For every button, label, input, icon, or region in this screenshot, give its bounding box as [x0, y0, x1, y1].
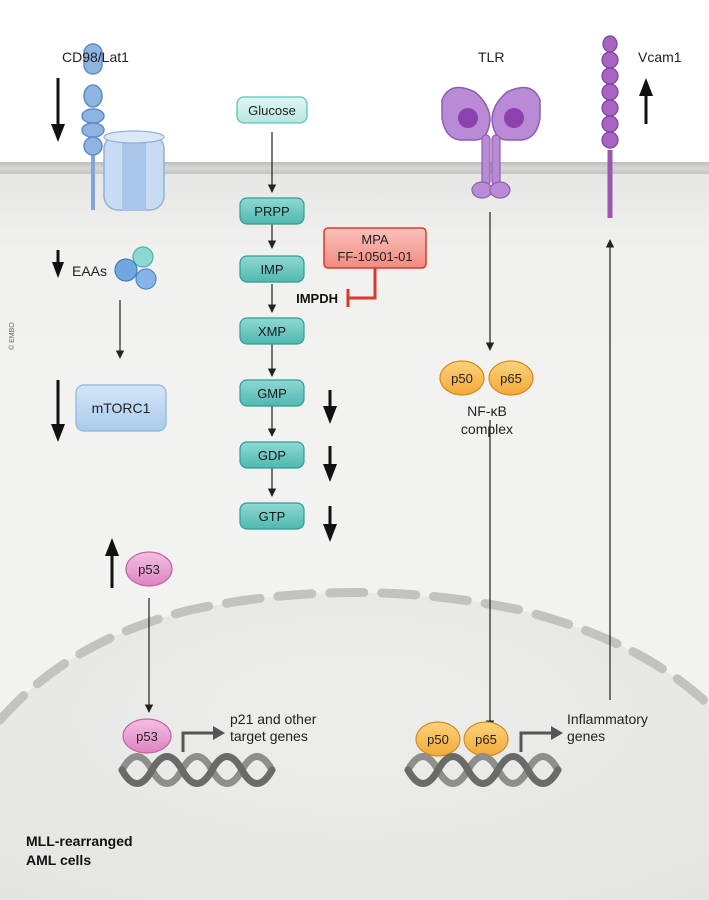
plasma-membrane	[0, 162, 709, 174]
down-arrow-eaas	[52, 250, 64, 278]
gmp-label: GMP	[257, 386, 287, 401]
nfkb-nuclear	[415, 721, 509, 757]
prpp-box	[239, 197, 305, 225]
cell-type-line1: MLL-rearranged	[26, 833, 133, 849]
inhibition-line	[348, 268, 377, 300]
p65-cyto-label: p65	[500, 371, 522, 386]
glucose-label: Glucose	[248, 103, 296, 118]
gtp-box	[239, 502, 305, 530]
inflammatory-genes-line1: Inflammatory	[567, 711, 648, 727]
gmp-box	[239, 379, 305, 407]
inhibitor-line2: FF-10501-01	[337, 249, 412, 264]
glucose-box	[236, 96, 308, 124]
dna-helix-left	[118, 753, 276, 787]
p65-nuclear-label: p65	[475, 732, 497, 747]
p53-nuclear-label: p53	[136, 729, 158, 744]
p50-cyto-label: p50	[451, 371, 473, 386]
tlr-receptor	[441, 86, 541, 199]
nfkb-cytoplasm	[439, 360, 534, 396]
impdh-label: IMPDH	[296, 291, 338, 306]
up-arrow-p53	[105, 538, 119, 588]
cd98-label: CD98/Lat1	[62, 49, 129, 65]
down-arrow-cd98	[51, 78, 65, 142]
xmp-label: XMP	[258, 324, 286, 339]
metabolite-chain: PRPP IMP XMP GMP GDP GTP	[239, 197, 305, 530]
down-arrow-gmp	[323, 390, 337, 424]
imp-label: IMP	[260, 262, 283, 277]
gdp-label: GDP	[258, 448, 286, 463]
mtorc1-box	[75, 384, 167, 432]
inhibitor-line1: MPA	[361, 232, 389, 247]
dna-helix-right	[404, 753, 562, 787]
nfkb-complex-label: complex	[461, 421, 513, 437]
p53-nuclear	[122, 718, 172, 754]
p53-target-line2: target genes	[230, 728, 308, 744]
vcam1-protein	[601, 35, 619, 218]
nuclear-envelope	[0, 588, 709, 725]
pathway-arrows	[115, 132, 615, 729]
tlr-label: TLR	[478, 49, 504, 65]
mtorc1-label: mTORC1	[92, 400, 151, 416]
vcam1-label: Vcam1	[638, 49, 682, 65]
down-arrow-mtorc1	[51, 380, 65, 442]
xmp-box	[239, 317, 305, 345]
down-arrow-gtp	[323, 506, 337, 542]
p53-transcription-arrowhead	[213, 726, 225, 740]
p50-nuclear-label: p50	[427, 732, 449, 747]
eaas-label: EAAs	[72, 263, 107, 279]
imp-box	[239, 255, 305, 283]
nfkb-transcription-arrow	[519, 731, 553, 752]
p53-target-line1: p21 and other	[230, 711, 317, 727]
p53-cyto-label: p53	[138, 562, 160, 577]
gtp-label: GTP	[259, 509, 286, 524]
eaas-molecules	[114, 246, 157, 290]
credit-text: © EMBO	[8, 322, 16, 350]
inflammatory-genes-line2: genes	[567, 728, 605, 744]
p53-cyto	[125, 551, 173, 587]
cell-type-line2: AML cells	[26, 852, 91, 868]
nfkb-label: NF-κB	[467, 403, 507, 419]
cd98-lat1-transporter	[81, 43, 165, 211]
nfkb-transcription-arrowhead	[551, 726, 563, 740]
gdp-box	[239, 441, 305, 469]
nucleus	[0, 592, 709, 900]
prpp-label: PRPP	[254, 204, 289, 219]
down-arrow-gdp	[323, 446, 337, 482]
p53-transcription-arrow	[181, 731, 215, 752]
up-arrow-vcam1	[639, 78, 653, 124]
